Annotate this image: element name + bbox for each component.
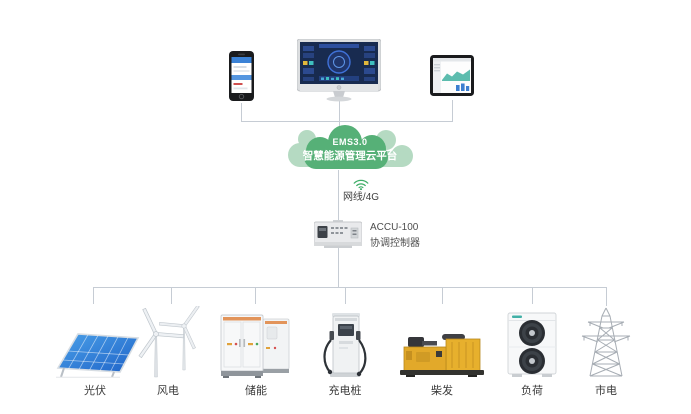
- cloud-subtitle: 智慧能源管理云平台: [302, 150, 398, 162]
- battery-cabinet-icon: [220, 314, 290, 378]
- din-rail-controller-icon: [314, 220, 362, 248]
- connector-drop-grid: [606, 287, 607, 306]
- ev-charger-icon: [323, 313, 367, 377]
- cloud-platform-icon: [288, 125, 413, 169]
- wifi-icon: [353, 179, 369, 190]
- network-label: 网线/4G: [342, 192, 380, 203]
- ac-unit-icon: [507, 312, 557, 377]
- cloud-title: EMS3.0: [332, 137, 368, 147]
- connector-device-bus: [93, 287, 607, 288]
- controller-model: ACCU-100: [370, 222, 419, 233]
- node-label-charger: 充电桩: [328, 385, 362, 397]
- connector-phone-drop: [241, 103, 242, 121]
- connector-drop-wind: [171, 287, 172, 304]
- connector-monitor-to-cloud: [339, 101, 340, 133]
- node-label-pv: 光伏: [84, 385, 106, 397]
- diesel-generator-icon: [400, 334, 484, 377]
- wind-turbine-icon: [138, 306, 200, 378]
- node-label-wind: 风电: [157, 385, 179, 397]
- node-label-diesel: 柴发: [431, 385, 453, 397]
- connector-tablet-drop: [452, 100, 453, 121]
- connector-drop-pv: [93, 287, 94, 304]
- connector-clients-bus: [241, 121, 453, 122]
- tablet-icon: [430, 55, 474, 96]
- node-label-load: 负荷: [521, 385, 543, 397]
- node-label-grid: 市电: [595, 385, 617, 397]
- smartphone-icon: [229, 51, 254, 101]
- connector-drop-storage: [255, 287, 256, 304]
- power-tower-icon: [581, 307, 631, 377]
- connector-drop-diesel: [442, 287, 443, 304]
- desktop-monitor-icon: [297, 39, 381, 102]
- connector-drop-charger: [345, 287, 346, 304]
- connector-drop-load: [532, 287, 533, 304]
- solar-panel-icon: [56, 333, 140, 378]
- node-label-storage: 储能: [245, 385, 267, 397]
- controller-name: 协调控制器: [370, 238, 420, 249]
